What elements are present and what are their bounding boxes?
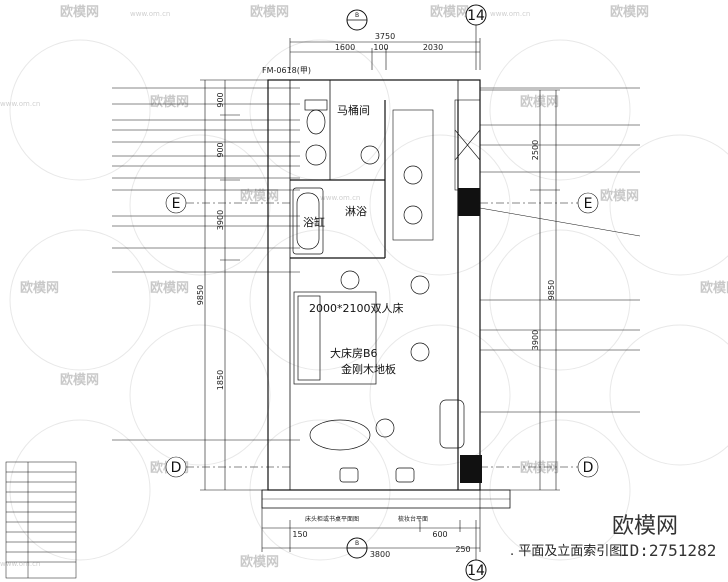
wardrobe [392, 99, 481, 241]
watermark-text: 欧模网 [150, 94, 189, 110]
watermark-text: 欧模网 [700, 280, 728, 296]
axis-d-left: D [171, 460, 182, 476]
legend-table [5, 461, 77, 579]
right-callouts [479, 87, 641, 413]
dim-bottom-total: 3800 [370, 550, 390, 559]
dim-top-total: 3750 [375, 32, 395, 41]
dim-left-total: 9850 [196, 285, 205, 305]
axis-e [165, 192, 599, 214]
watermark-text: 欧模网 [240, 188, 279, 204]
watermark-url: www.om.cn [0, 560, 40, 568]
room-floor: 金刚木地板 [341, 362, 396, 376]
brand-logo-text: 欧模网 [612, 514, 679, 539]
dim-left-d: 900 [216, 92, 225, 107]
dim-bottom-b: 600 [432, 530, 447, 539]
image-id: ID:2751282 [620, 541, 717, 560]
watermark-url: www.om.cn [490, 10, 530, 18]
bed [293, 291, 377, 385]
svg-text:B: B [355, 12, 359, 19]
column-fill-top [458, 188, 480, 216]
watermark-text: 欧模网 [520, 460, 559, 476]
watermark-text: 欧模网 [60, 372, 99, 388]
toilet [304, 99, 328, 166]
watermark-text: 欧模网 [600, 188, 639, 204]
grid-label-top: 14 [467, 8, 485, 24]
watermark-text: 欧模网 [150, 280, 189, 296]
bathtub [292, 187, 324, 255]
bottom-note-left: 床头柜或书桌平面图 [305, 515, 359, 523]
watermark-url: www.om.cn [130, 10, 170, 18]
axis-e-right: E [584, 196, 593, 212]
dim-top-b: 100 [373, 43, 388, 52]
dim-right-a: 3900 [531, 330, 540, 350]
svg-text:B: B [355, 540, 359, 547]
grid-bubble-top: 14 [465, 4, 487, 70]
room-name: 大床房B6 [330, 346, 378, 360]
watermarks: 欧模网 欧模网 欧模网 欧模网 欧模网 欧模网 欧模网 欧模网 欧模网 欧模网 … [0, 4, 728, 570]
dim-bottom-a: 150 [292, 530, 307, 539]
grid-label-bottom: 14 [467, 563, 485, 579]
watermark-circles [9, 39, 728, 561]
dim-right-total: 9850 [547, 280, 556, 300]
watermark-text: 欧模网 [610, 4, 649, 20]
door-tag: FM-0618(甲) [262, 66, 311, 75]
room-bed: 2000*2100双人床 [309, 301, 404, 315]
desk [309, 399, 465, 483]
left-callouts [112, 87, 300, 441]
axis-d-right: D [583, 460, 594, 476]
dim-left-a: 1850 [216, 370, 225, 390]
dim-left-c: 900 [216, 142, 225, 157]
watermark-text: 欧模网 [520, 94, 559, 110]
drawing-caption: . 平面及立面索引图 [510, 544, 623, 559]
watermark-text: 欧模网 [430, 4, 469, 20]
top-dimensions [289, 38, 481, 70]
watermark-url: www.om.cn [0, 100, 40, 108]
axis-e-left: E [172, 196, 181, 212]
room-toilet: 马桶间 [337, 103, 370, 117]
dim-left-b: 3900 [216, 210, 225, 230]
axis-d [165, 456, 599, 478]
grid-bubble-bottom: 14 [465, 520, 487, 581]
room-shower: 淋浴 [345, 205, 367, 218]
bottom-note-right: 梳妆台平面 [398, 515, 428, 523]
watermark-text: 欧模网 [250, 4, 289, 20]
left-dimensions [200, 79, 290, 491]
room-bathtub: 浴缸 [303, 215, 325, 229]
bottom-dimensions [261, 490, 481, 552]
walls [267, 79, 481, 491]
dim-bottom-c: 250 [455, 545, 470, 554]
dim-top-c: 2030 [423, 43, 443, 52]
watermark-url: www.om.cn [320, 194, 360, 202]
watermark-text: 欧模网 [20, 280, 59, 296]
index-symbols [340, 145, 430, 438]
watermark-text: 欧模网 [240, 554, 279, 570]
section-mark-top: B [346, 9, 368, 31]
base-strip [261, 489, 511, 509]
watermark-text: 欧模网 [60, 4, 99, 20]
column-fill-bottom [460, 455, 482, 483]
dim-top-a: 1600 [335, 43, 355, 52]
dim-right-b: 2500 [531, 140, 540, 160]
